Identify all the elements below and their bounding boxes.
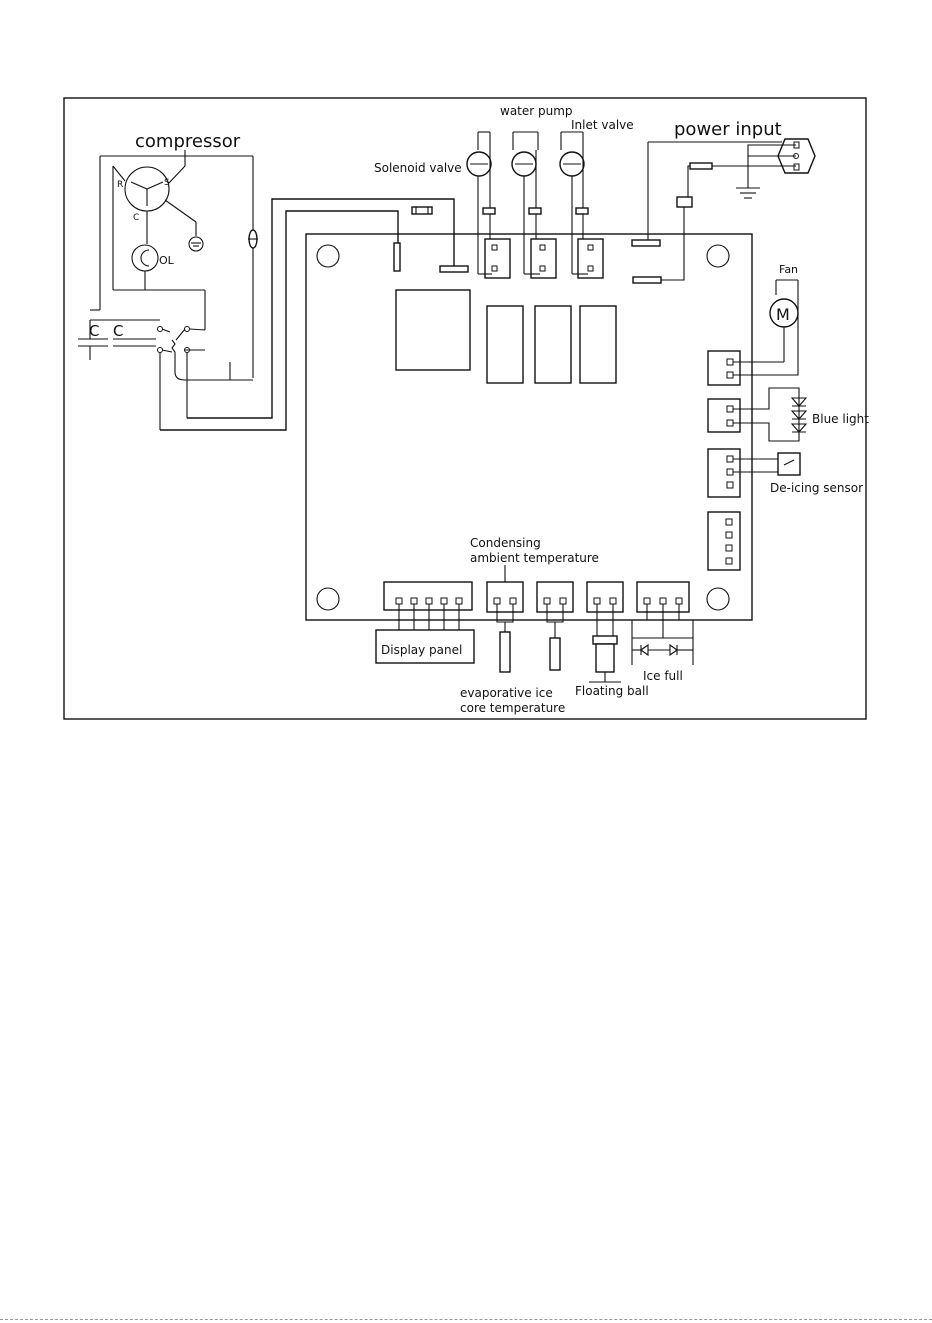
overload-protector-symbol <box>132 245 158 271</box>
relay <box>535 306 571 383</box>
board-connector <box>440 266 468 272</box>
evaporative-ice-sensor <box>537 582 573 670</box>
board-connector <box>632 240 660 246</box>
transformer-block <box>396 290 470 370</box>
fan-label: Fan <box>779 263 798 276</box>
terminal-c-label: C <box>133 213 139 223</box>
power-input-label: power input <box>674 119 782 140</box>
core-temperature-label: core temperature <box>460 701 565 715</box>
condensing-label: Condensing <box>470 536 541 550</box>
sensor-probe-icon <box>550 638 560 670</box>
evaporative-ice-label: evaporative ice <box>460 686 553 700</box>
de-icing-sensor-label: De-icing sensor <box>770 481 863 495</box>
start-relay-symbol <box>172 340 175 352</box>
spare-connector <box>708 512 740 570</box>
compressor-label: compressor <box>135 131 241 152</box>
capacitor-2-label: C <box>113 322 123 340</box>
blue-light-label: Blue light <box>812 412 869 426</box>
capacitor-assembly: C C <box>78 320 253 430</box>
water-pump-label: water pump <box>500 104 573 118</box>
relay <box>580 306 616 383</box>
board-connector <box>394 243 400 271</box>
overload-label: OL <box>159 254 175 267</box>
blue-light-connector <box>708 399 740 432</box>
ice-full-sensor: Ice full <box>632 582 693 683</box>
ambient-temperature-label: ambient temperature <box>470 551 599 565</box>
sensor-probe-icon <box>500 632 510 672</box>
terminal-r-label: R <box>117 180 123 190</box>
solenoid-valve-label: Solenoid valve <box>374 161 462 175</box>
fan-connector <box>708 351 740 385</box>
capacitor-1-label: C <box>89 322 99 340</box>
float-switch-icon <box>596 644 614 672</box>
de-icing-sensor-icon <box>778 453 800 475</box>
fuse-icon <box>529 208 541 214</box>
ir-emitter-icon <box>641 645 648 655</box>
display-panel-label: Display panel <box>381 643 462 657</box>
compressor: compressor R S C OL <box>90 131 253 378</box>
fan-motor-symbol: M <box>776 305 790 324</box>
power-fuse-icon <box>677 197 692 207</box>
ground-icon <box>189 237 203 251</box>
display-panel: Display panel <box>376 582 474 663</box>
fuse-icon <box>483 208 495 214</box>
ir-receiver-icon <box>670 645 677 655</box>
board-connector <box>633 277 661 283</box>
ice-full-label: Ice full <box>643 669 683 683</box>
condensing-temperature-sensor <box>487 582 523 672</box>
page-bottom-rule <box>0 1319 932 1320</box>
inlet-valve-label: Inlet valve <box>571 118 634 132</box>
relay <box>487 306 523 383</box>
fuse-icon <box>412 207 432 214</box>
fuse-icon <box>690 163 712 169</box>
de-icing-sensor: De-icing sensor <box>708 449 863 497</box>
de-icing-sensor-connector <box>708 449 740 497</box>
fuse-icon <box>576 208 588 214</box>
floating-ball-label: Floating ball <box>575 684 649 698</box>
